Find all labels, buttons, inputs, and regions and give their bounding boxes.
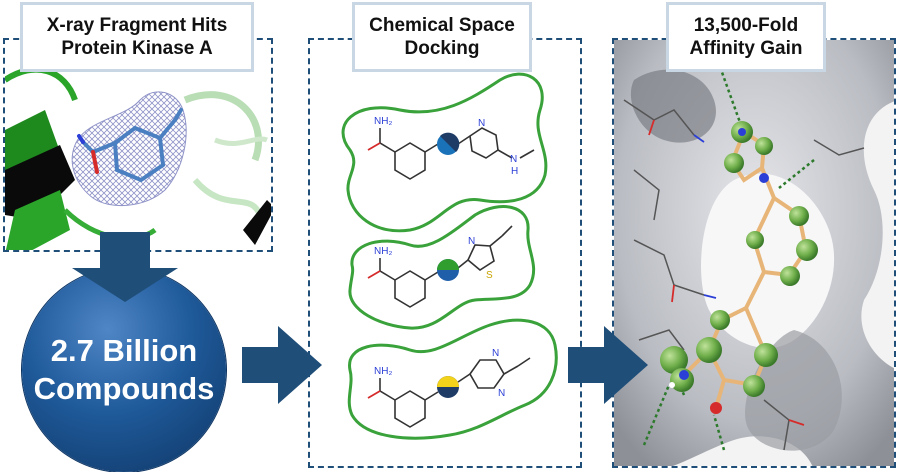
compound-count-line1: 2.7 Billion [50,333,198,368]
amine-n-label: N [510,154,517,165]
pyrimidine-n-label-2: N [498,388,505,399]
pocket-outline-1 [341,72,548,233]
pocket-outline-2 [348,205,536,330]
arrow-down [72,232,178,302]
xray-panel-title: X-ray Fragment Hits Protein Kinase A [20,2,254,72]
amide-label-3: NH₂ [374,366,392,377]
affinity-panel-title-line2: Affinity Gain [689,38,803,59]
docking-panel-title-line2: Docking [404,38,480,59]
docking-panel-title-line1: Chemical Space [369,15,515,36]
amine-h-label: H [511,166,518,177]
xray-panel-title-line2: Protein Kinase A [61,38,213,59]
thiazole-n-label: N [468,236,475,247]
amide-label-1: NH₂ [374,116,392,127]
pharmacophore-spheres [660,121,818,397]
compound-count-line2: Compounds [33,371,215,406]
affinity-panel-title-line1: 13,500-Fold [693,15,799,36]
thiazole-s-label: S [486,270,493,281]
arrow-right-2 [568,326,648,404]
docking-panel-title: Chemical Space Docking [352,2,532,72]
xray-panel [3,38,273,252]
ring-n-label-1: N [478,118,485,129]
affinity-panel-title: 13,500-Fold Affinity Gain [666,2,826,72]
affinity-structure-illustration [614,40,894,466]
arrow-right-1 [242,326,322,404]
compound-library-circle: 2.7 Billion Compounds [22,268,226,472]
pocket-outline-3 [347,318,558,440]
docking-panel: NH₂ N N H NH₂ N S [308,38,582,468]
amide-label-2: NH₂ [374,246,392,257]
affinity-panel [612,38,896,468]
xray-panel-title-line1: X-ray Fragment Hits [46,15,228,36]
xray-structure-illustration [5,40,271,250]
docking-illustration: NH₂ N N H NH₂ N S [341,72,558,440]
pyrimidine-n-label-1: N [492,348,499,359]
